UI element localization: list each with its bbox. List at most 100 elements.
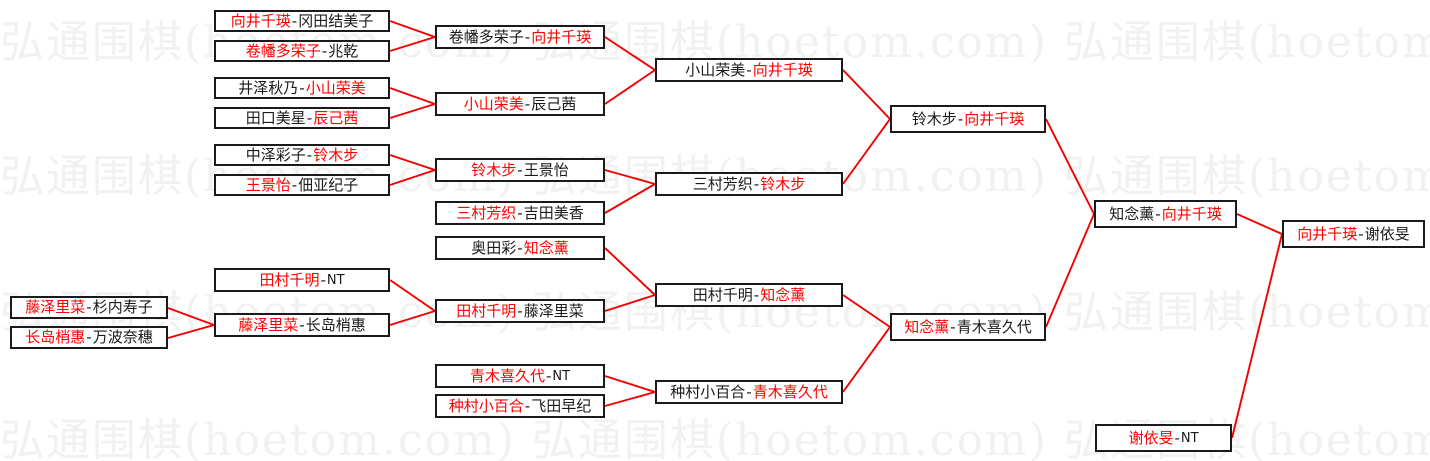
player-winner: 知念薰 [523,238,569,257]
separator: - [753,285,760,304]
player-loser: 井泽秋乃 [238,78,299,97]
player-winner: 辰己茜 [313,108,359,127]
connector [842,326,891,393]
connector [389,279,436,312]
player-loser: 铃木步 [911,109,957,128]
player-loser: 吉田美香 [523,203,584,222]
match-box[interactable]: 田村千明-知念薰 [655,283,843,307]
match-box[interactable]: 种村小百合-飞田早纪 [435,394,605,418]
player-winner: 小山荣美 [305,78,366,97]
player-winner: 田村千明 [456,301,517,320]
player-winner: 知念薰 [760,285,806,304]
player-winner: 铃木步 [313,145,359,164]
match-box[interactable]: 中泽彩子-铃木步 [214,144,390,166]
player-loser: 冈田结美子 [298,11,374,30]
champion-match-box[interactable]: 向井千瑛-谢依旻 [1282,220,1425,248]
player-loser: 万波奈穗 [92,328,153,346]
separator: - [753,174,760,193]
player-loser: 田村千明 [692,285,753,304]
match-box[interactable]: 知念薰-向井千瑛 [1094,200,1237,228]
player-loser: 小山荣美 [685,60,746,79]
match-box[interactable]: 藤泽里菜-杉内寿子 [10,296,168,319]
player-winner: 铃木步 [471,160,517,179]
player-winner: 青木喜久代 [469,366,545,385]
connector [842,118,891,185]
match-box[interactable]: 王景怡-佃亚纪子 [214,174,390,196]
match-box[interactable]: 奥田彩-知念薰 [435,236,605,260]
player-loser: 兆乾 [328,41,359,60]
player-winner: 向井千瑛 [964,109,1025,128]
match-box[interactable]: 铃木步-王景怡 [435,158,605,182]
connector [389,103,436,119]
connector [604,391,656,407]
connector [604,69,656,105]
match-box[interactable]: 小山荣美-向井千瑛 [655,58,843,82]
player-loser: 青木喜久代 [956,317,1032,336]
player-loser: 长岛梢惠 [305,315,366,334]
match-box[interactable]: 向井千瑛-冈田结美子 [214,10,390,32]
match-box[interactable]: 知念薰-青木喜久代 [890,313,1046,341]
match-box[interactable]: 田村千明-NT [214,268,390,292]
player-winner: 青木喜久代 [752,382,828,401]
separator: - [524,94,531,113]
player-winner: 田村千明 [259,270,320,289]
connector [389,20,436,38]
match-box[interactable]: 卷幡多荣子-向井千瑛 [435,25,605,49]
match-box[interactable]: 三村芳织-吉田美香 [435,201,605,225]
connector [604,247,656,296]
player-winner: 小山荣美 [463,94,524,113]
connector [604,294,656,312]
match-box[interactable]: 三村芳织-铃木步 [655,172,843,196]
connector [167,324,215,339]
player-loser: NT [326,272,345,288]
match-box[interactable]: 卷幡多荣子-兆乾 [214,40,390,62]
player-loser: 杉内寿子 [92,298,153,316]
player-winner: 谢依旻 [1128,428,1174,447]
player-winner: 三村芳织 [456,203,517,222]
player-winner: 种村小百合 [448,396,524,415]
connector [842,294,891,328]
player-winner: 藤泽里菜 [238,315,299,334]
connector [389,310,436,326]
connector [389,87,436,105]
separator: - [86,328,92,346]
match-box[interactable]: 小山荣美-辰己茜 [435,92,605,116]
match-box[interactable]: 藤泽里菜-长岛梢惠 [214,313,390,337]
separator: - [1174,428,1180,447]
connector [604,36,656,71]
separator: - [299,78,305,97]
separator: - [545,366,552,385]
connector [842,69,891,120]
separator: - [517,238,523,257]
player-loser: 中泽彩子 [245,145,306,164]
match-box[interactable]: 铃木步-向井千瑛 [890,105,1046,133]
separator: - [291,11,298,30]
match-box[interactable]: 种村小百合-青木喜久代 [655,380,843,404]
match-box[interactable]: 长岛梢惠-万波奈穗 [10,326,168,349]
separator: - [746,382,752,401]
player-winner: 藤泽里菜 [25,298,86,316]
match-box[interactable]: 井泽秋乃-小山荣美 [214,77,390,99]
match-box[interactable]: 青木喜久代-NT [435,364,605,388]
player-winner: 王景怡 [245,175,291,194]
player-loser: 谢依旻 [1364,224,1410,243]
match-box[interactable]: 田口美星-辰己茜 [214,107,390,129]
player-loser: 种村小百合 [670,382,746,401]
player-loser: 飞田早纪 [531,396,592,415]
player-winner: 知念薰 [904,317,950,336]
separator: - [517,301,523,320]
player-winner: 卷幡多荣子 [245,41,321,60]
match-box[interactable]: 田村千明-藤泽里菜 [435,299,605,323]
connector [389,154,436,171]
separator: - [320,270,326,289]
player-winner: 向井千瑛 [230,11,291,30]
separator: - [306,108,313,127]
player-loser: NT [1180,430,1199,446]
match-box[interactable]: 谢依旻-NT [1095,424,1232,452]
separator: - [950,317,956,336]
separator: - [517,203,523,222]
player-loser: 佃亚纪子 [298,175,359,194]
connector [389,169,436,186]
separator: - [746,60,752,79]
player-loser: 卷幡多荣子 [448,27,524,46]
